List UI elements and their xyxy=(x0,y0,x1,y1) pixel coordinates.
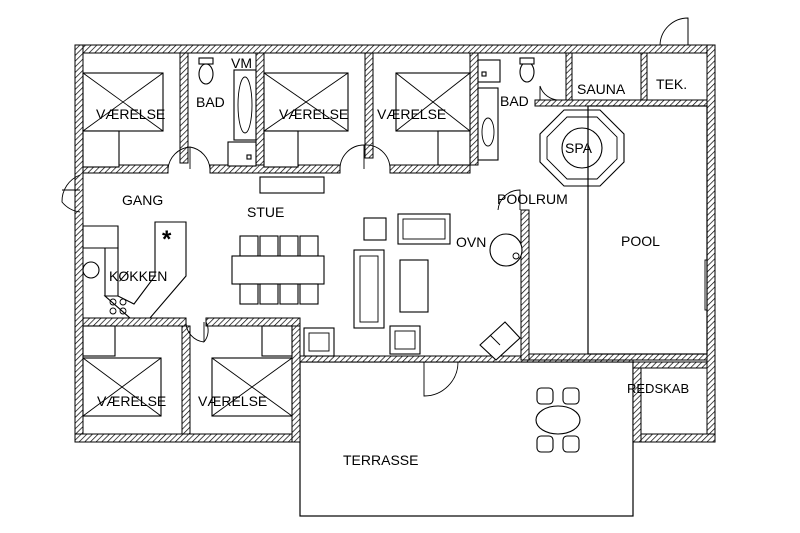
doors xyxy=(61,17,689,397)
label-bad-2: BAD xyxy=(500,93,529,109)
label-gang: GANG xyxy=(122,192,163,208)
label-redskab: REDSKAB xyxy=(627,381,689,396)
bed-room-3 xyxy=(395,72,471,166)
label-vaerelse-3: VÆRELSE xyxy=(377,106,446,122)
label-terrasse: TERRASSE xyxy=(343,452,418,468)
label-koekken: KØKKEN xyxy=(109,268,167,284)
label-vm: VM xyxy=(231,55,252,71)
dining-table xyxy=(231,235,325,305)
label-stue: STUE xyxy=(247,204,284,220)
label-tek: TEK. xyxy=(656,76,687,92)
bathroom-2-fixtures xyxy=(477,57,535,161)
label-sauna: SAUNA xyxy=(577,81,626,97)
pool xyxy=(587,105,708,355)
kitchen-star: * xyxy=(162,226,172,253)
bed-room-4 xyxy=(82,325,162,417)
bed-room-5 xyxy=(211,325,293,417)
label-vaerelse-2: VÆRELSE xyxy=(279,106,348,122)
label-vaerelse-5: VÆRELSE xyxy=(198,393,267,409)
label-spa: SPA xyxy=(565,140,593,156)
terrace-table xyxy=(535,387,581,453)
kitchen-counter xyxy=(82,221,187,319)
label-vaerelse-4: VÆRELSE xyxy=(97,393,166,409)
label-pool: POOL xyxy=(621,233,660,249)
living-room-furniture xyxy=(303,213,523,361)
terrace-outline xyxy=(299,361,634,517)
label-bad-1: BAD xyxy=(196,94,225,110)
bed-room-2 xyxy=(263,72,349,168)
spa-tub xyxy=(539,109,625,187)
room-labels: VÆRELSE BAD VM VÆRELSE VÆRELSE BAD SAUNA… xyxy=(96,55,689,468)
gang-shelf xyxy=(259,176,325,194)
bed-room-1 xyxy=(82,72,164,168)
bathroom-1-fixtures xyxy=(198,57,257,167)
label-vaerelse-1: VÆRELSE xyxy=(96,106,165,122)
label-poolrum: POOLRUM xyxy=(497,191,568,207)
label-ovn: OVN xyxy=(456,234,486,250)
